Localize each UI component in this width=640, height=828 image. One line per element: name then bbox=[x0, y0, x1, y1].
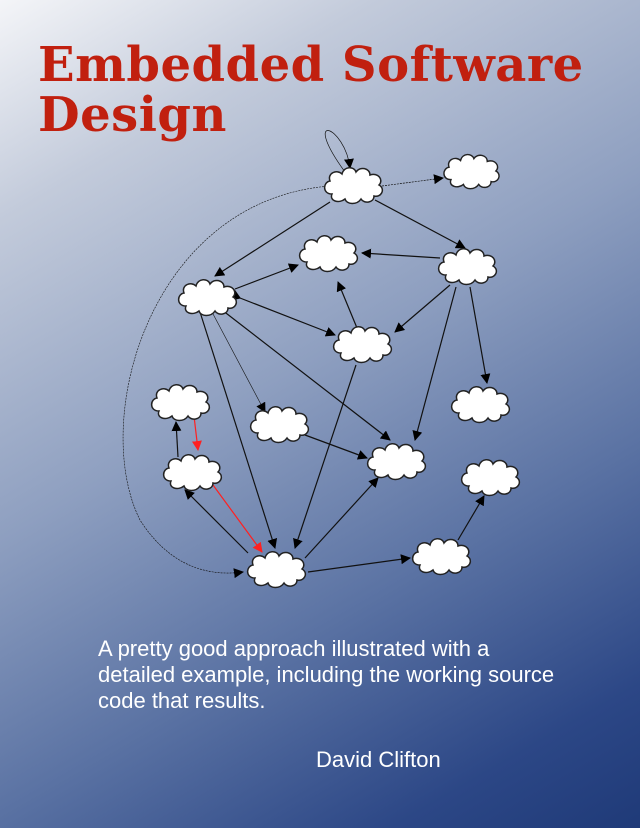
cloud-icon bbox=[298, 234, 359, 273]
book-title: Embedded Software Design bbox=[38, 40, 584, 140]
cloud-icon bbox=[411, 537, 472, 576]
title-line-1: Embedded Software bbox=[38, 37, 584, 93]
cloud-icon bbox=[177, 278, 238, 317]
edges bbox=[122, 130, 491, 579]
author-name: David Clifton bbox=[316, 747, 441, 772]
title-line-2: Design bbox=[38, 87, 227, 143]
cloud-icon bbox=[162, 453, 223, 492]
cloud-icon bbox=[332, 325, 393, 364]
cloud-icon bbox=[366, 442, 427, 481]
cloud-icon bbox=[443, 153, 500, 190]
cloud-icon bbox=[323, 166, 384, 205]
cloud-icon bbox=[246, 550, 307, 589]
cloud-icon bbox=[150, 383, 211, 422]
cloud-icon bbox=[450, 385, 511, 424]
cloud-icon bbox=[437, 247, 498, 286]
cloud-icon bbox=[249, 405, 310, 444]
nodes bbox=[150, 153, 521, 589]
subtitle: A pretty good approach illustrated with … bbox=[98, 636, 555, 713]
cloud-icon bbox=[460, 458, 521, 497]
